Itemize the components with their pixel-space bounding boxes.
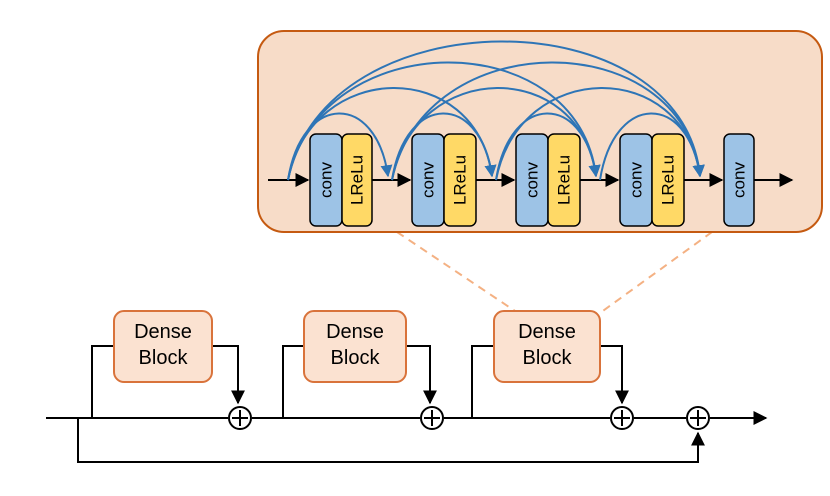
- skip-arc: [287, 61, 601, 181]
- dense-skip-connections: [287, 40, 705, 181]
- layer-2: conv LReLu: [411, 133, 477, 227]
- block-3-input-line: [471, 345, 494, 418]
- lrelu-box: [341, 133, 373, 227]
- dense-block-1: Dense Block: [113, 310, 213, 383]
- lrelu-label: LReLu: [659, 155, 678, 205]
- block-3-output-line: [600, 345, 629, 405]
- block-2-input-line: [282, 345, 304, 418]
- dense-block-2: Dense Block: [303, 310, 407, 383]
- conv-label: conv: [317, 162, 336, 198]
- layer-3: conv LReLu: [515, 133, 581, 227]
- conv-label: conv: [730, 162, 749, 198]
- lrelu-label: LReLu: [451, 155, 470, 205]
- conv-label: conv: [419, 162, 438, 198]
- sum-node-4: [686, 406, 710, 430]
- residual-lines: [46, 345, 768, 463]
- dense-block-label-line2: Block: [523, 347, 573, 369]
- dense-block-box: [303, 310, 407, 383]
- sum-node-2: [420, 406, 444, 430]
- lrelu-box: [443, 133, 477, 227]
- global-skip-line: [77, 418, 705, 463]
- layer-1: conv LReLu: [309, 133, 373, 227]
- block-1-output-line: [212, 345, 245, 405]
- conv-label: conv: [627, 162, 646, 198]
- skip-arc: [599, 112, 705, 181]
- block-2-output-line: [406, 345, 437, 405]
- sum-node-1: [228, 406, 252, 430]
- skip-arc: [495, 112, 601, 181]
- dense-block-box: [113, 310, 213, 383]
- dense-block-label-line1: Dense: [134, 321, 192, 343]
- dense-block-label-line2: Block: [331, 347, 381, 369]
- layer-5: conv: [723, 133, 755, 227]
- zoom-guide-lines: [396, 231, 713, 314]
- lrelu-label: LReLu: [348, 155, 367, 205]
- block-1-input-line: [91, 345, 114, 418]
- skip-arc: [391, 61, 705, 181]
- conv-box: [723, 133, 755, 227]
- dense-block-3: Dense Block: [493, 310, 601, 383]
- lrelu-label: LReLu: [555, 155, 574, 205]
- zoom-guide-left: [396, 231, 519, 314]
- layer-4: conv LReLu: [619, 133, 685, 227]
- dense-block-label-line1: Dense: [326, 321, 384, 343]
- zoom-guide-right: [599, 231, 713, 314]
- dense-block-box: [493, 310, 601, 383]
- sum-node-3: [610, 406, 634, 430]
- skip-arc: [391, 112, 497, 181]
- lrelu-box: [651, 133, 685, 227]
- dense-block-label-line2: Block: [139, 347, 189, 369]
- lrelu-box: [547, 133, 581, 227]
- dense-block-label-line1: Dense: [518, 321, 576, 343]
- conv-label: conv: [523, 162, 542, 198]
- skip-arc: [287, 40, 705, 181]
